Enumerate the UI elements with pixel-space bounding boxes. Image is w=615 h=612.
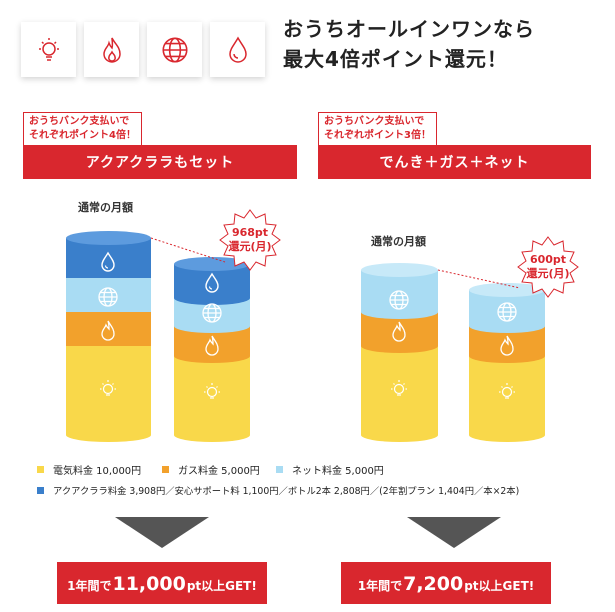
right-monthly-label: 通常の月額 bbox=[371, 235, 426, 248]
headline-line-2: 最大4倍ポイント還元！ bbox=[283, 47, 508, 71]
right-result-prefix: 1年間で bbox=[357, 579, 403, 593]
legend-swatch-aqua bbox=[37, 486, 44, 494]
left-burst-points: 968pt bbox=[231, 226, 269, 239]
legend-swatch-electricity bbox=[37, 466, 44, 473]
right-short-cylinder bbox=[469, 283, 545, 442]
left-burst-text: 968pt 還元(月) bbox=[222, 226, 278, 254]
right-result-suffix: pt以上GET! bbox=[464, 579, 535, 593]
headline-line-1: おうちオールインワンなら bbox=[283, 17, 535, 41]
right-burst-points: 600pt bbox=[529, 253, 567, 266]
droplet-icon-box bbox=[210, 22, 265, 77]
right-plan-tag: おうちバンク支払いで それぞれポイント3倍！ bbox=[318, 112, 437, 145]
right-burst bbox=[517, 236, 579, 298]
droplet-icon bbox=[228, 35, 247, 63]
lightbulb-icon-box bbox=[21, 22, 76, 77]
legend-gas-text: ガス料金 5,000円 bbox=[178, 466, 260, 477]
left-tag-line-2: それぞれポイント4倍！ bbox=[29, 130, 136, 141]
right-tall-cylinder bbox=[361, 263, 438, 443]
cylinder-illustration bbox=[66, 209, 579, 443]
right-tag-line-2: それぞれポイント3倍！ bbox=[324, 130, 431, 141]
right-plan-banner: でんき＋ガス＋ネット bbox=[318, 145, 591, 179]
legend-gas: ガス料金 5,000円 bbox=[162, 462, 260, 477]
legend-net: ネット料金 5,000円 bbox=[276, 462, 384, 477]
right-burst-note: 還元(月) bbox=[526, 267, 570, 280]
legend-swatch-net bbox=[276, 466, 283, 473]
left-result-amount: 11,000 bbox=[112, 573, 186, 595]
legend-aqua: アクアクララ料金 3,908円／安心サポート料 1,100円／ボトル2本 2,8… bbox=[37, 483, 519, 497]
left-burst-note: 還元(月) bbox=[228, 240, 272, 253]
left-plan-banner: アクアクララもセット bbox=[23, 145, 297, 179]
left-result-suffix: pt以上GET! bbox=[186, 579, 257, 593]
right-arrow-down-icon bbox=[407, 517, 501, 548]
legend-aqua-text: アクアクララ料金 3,908円／安心サポート料 1,100円／ボトル2本 2,8… bbox=[53, 486, 520, 497]
right-tag-line-1: おうちバンク支払いで bbox=[324, 116, 425, 127]
right-result-banner: 1年間で 7,200 pt以上GET! bbox=[341, 562, 551, 604]
left-tall-cylinder bbox=[66, 231, 151, 443]
left-short-cylinder bbox=[174, 257, 250, 442]
left-result-banner: 1年間で 11,000 pt以上GET! bbox=[57, 562, 267, 604]
lightbulb-icon bbox=[38, 37, 59, 61]
legend-net-text: ネット料金 5,000円 bbox=[292, 466, 384, 477]
flame-icon-box bbox=[84, 22, 139, 77]
globe-icon-box bbox=[147, 22, 202, 77]
left-arrow-down-icon bbox=[115, 517, 209, 548]
legend-electricity: 電気料金 10,000円 bbox=[37, 462, 141, 477]
left-burst bbox=[219, 209, 281, 271]
headline: おうちオールインワンなら 最大4倍ポイント還元！ bbox=[283, 14, 603, 74]
legend-swatch-gas bbox=[162, 466, 169, 473]
globe-icon bbox=[161, 36, 188, 63]
left-result-prefix: 1年間で bbox=[67, 579, 112, 593]
flame-icon bbox=[102, 37, 121, 63]
left-tag-line-1: おうちバンク支払いで bbox=[29, 116, 130, 127]
right-result-amount: 7,200 bbox=[403, 573, 464, 595]
right-burst-text: 600pt 還元(月) bbox=[520, 253, 576, 281]
legend-electricity-text: 電気料金 10,000円 bbox=[53, 466, 142, 477]
left-plan-tag: おうちバンク支払いで それぞれポイント4倍！ bbox=[23, 112, 142, 145]
left-monthly-label: 通常の月額 bbox=[78, 201, 133, 214]
